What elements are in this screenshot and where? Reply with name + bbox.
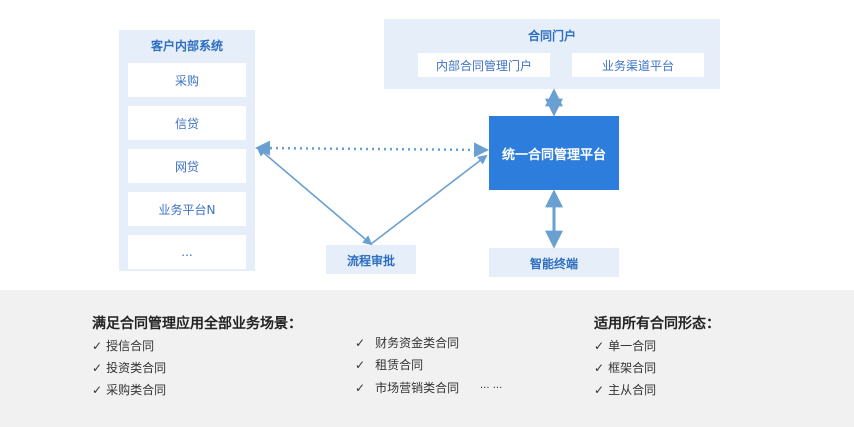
contract-portal-title: 合同门户 — [527, 29, 576, 43]
connector-arrows — [255, 88, 563, 249]
check-icon: ✓ — [594, 361, 605, 375]
bottom-summary-band — [0, 290, 854, 427]
form-item: ✓单一合同 — [594, 339, 657, 353]
system-credit: 信贷 — [128, 106, 246, 140]
scenario-item: ✓财务资金类合同 — [355, 336, 460, 350]
system-more: ... — [128, 235, 246, 269]
portal-internal-management: 内部合同管理门户 — [418, 53, 550, 77]
system-online-loan: 网贷 — [128, 149, 246, 183]
internal-systems-title: 客户内部系统 — [150, 39, 223, 53]
form-item: ✓框架合同 — [594, 361, 657, 375]
unified-contract-platform: 统一合同管理平台 — [489, 116, 619, 190]
workflow-approval-box: 流程审批 — [326, 245, 416, 274]
scenario-item: ✓投资类合同 — [92, 361, 167, 375]
internal-systems-panel: 客户内部系统 采购 信贷 网贷 业务平台N ... — [119, 30, 255, 271]
check-icon: ✓ — [355, 358, 366, 372]
system-procurement: 采购 — [128, 63, 246, 97]
check-icon: ✓ — [594, 339, 605, 353]
arrow-systems-workflow — [256, 146, 373, 246]
scenario-ellipsis: ... ... — [480, 380, 503, 391]
check-icon: ✓ — [92, 361, 103, 375]
portal-business-channel: 业务渠道平台 — [572, 53, 704, 77]
scenarios-heading: 满足合同管理应用全部业务场景： — [92, 316, 302, 332]
check-icon: ✓ — [355, 336, 366, 350]
smart-terminal-label: 智能终端 — [529, 257, 578, 271]
check-icon: ✓ — [594, 383, 605, 397]
scenario-item: ✓授信合同 — [92, 339, 155, 353]
smart-terminal-box: 智能终端 — [489, 248, 619, 277]
dotted-arrow-systems-core — [255, 140, 489, 158]
contract-portal-panel: 合同门户 内部合同管理门户 业务渠道平台 — [384, 19, 720, 89]
scenario-item: ✓市场营销类合同 — [355, 381, 460, 395]
workflow-approval-label: 流程审批 — [346, 254, 395, 268]
system-business-platform-n: 业务平台N — [128, 192, 246, 226]
check-icon: ✓ — [355, 381, 366, 395]
scenario-item: ✓采购类合同 — [92, 383, 167, 397]
check-icon: ✓ — [92, 383, 103, 397]
arrow-workflow-core — [370, 154, 488, 245]
check-icon: ✓ — [92, 339, 103, 353]
form-item: ✓主从合同 — [594, 383, 657, 397]
scenario-item: ✓租赁合同 — [355, 358, 424, 372]
forms-heading: 适用所有合同形态： — [594, 316, 720, 332]
